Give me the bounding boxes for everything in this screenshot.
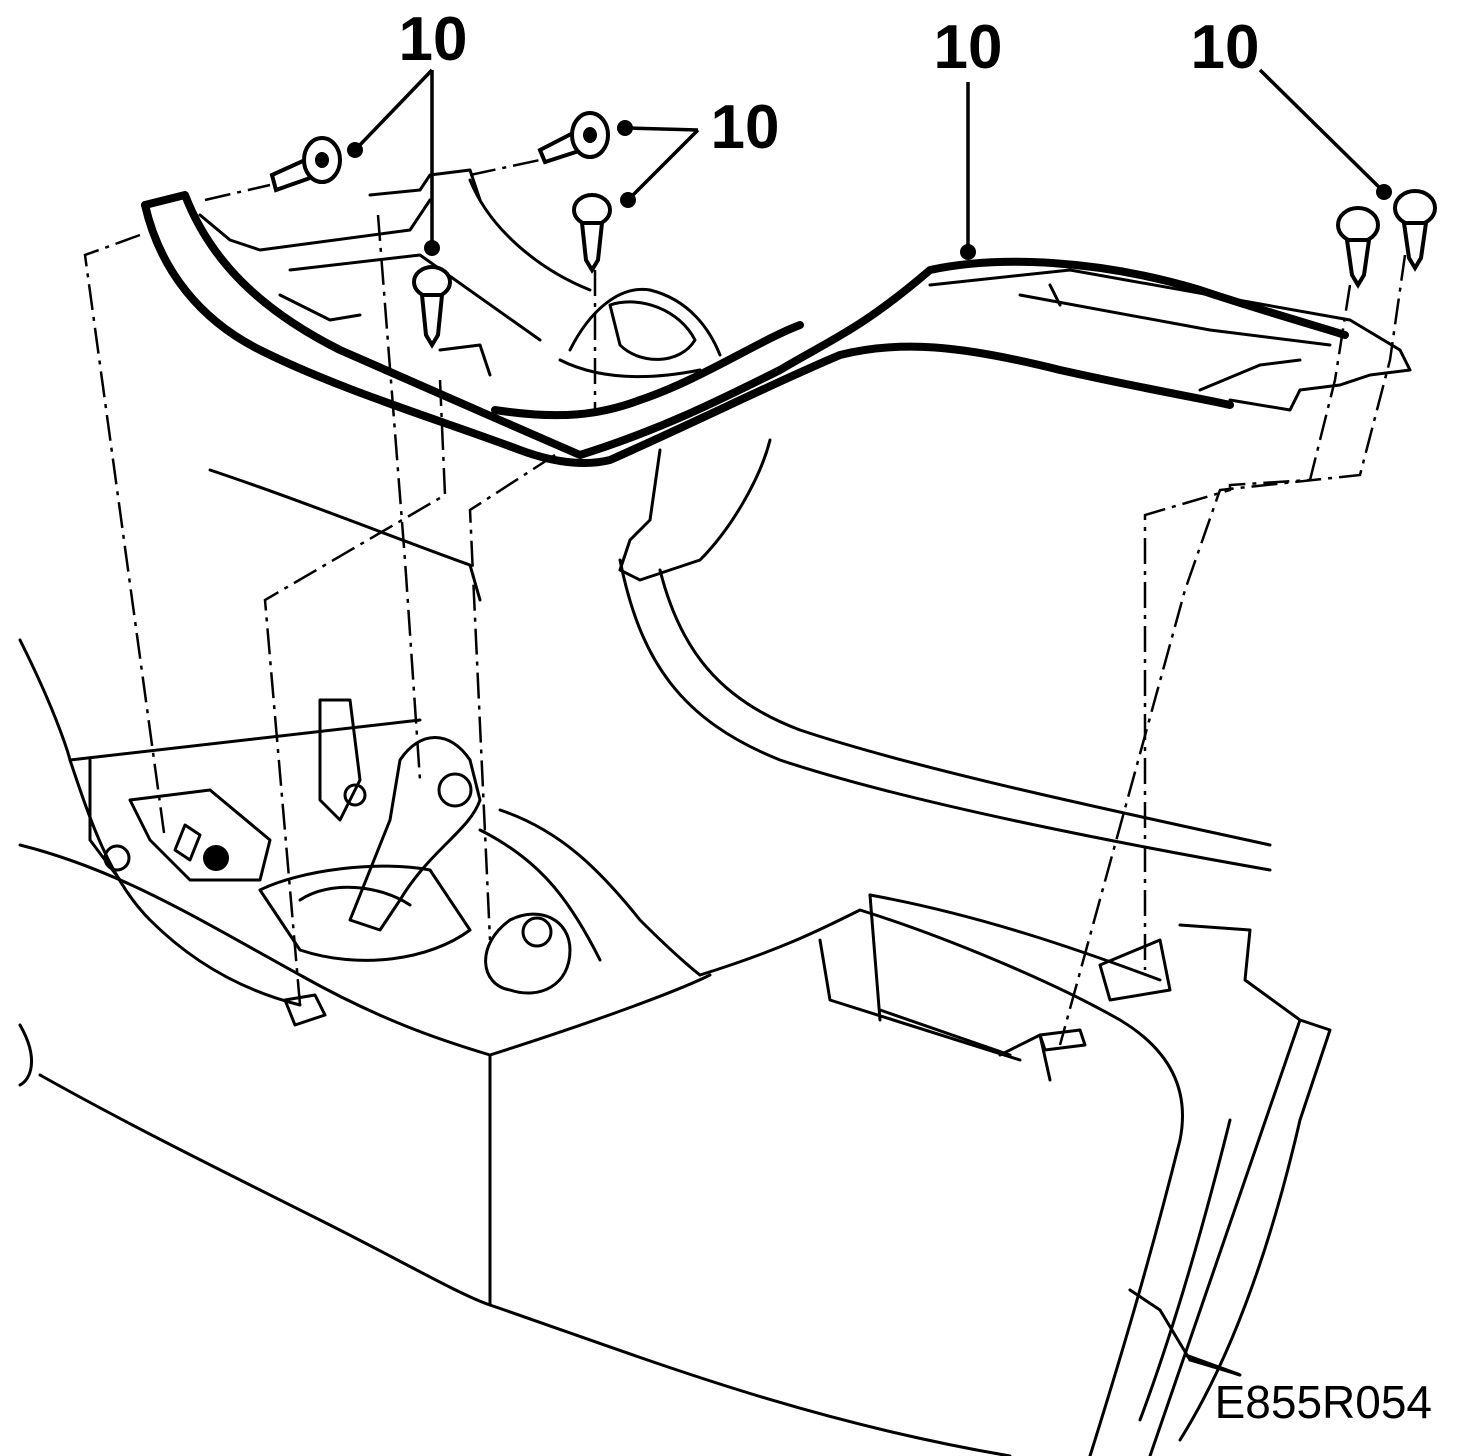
screw-right-1 [1336, 206, 1380, 289]
screw-right-2 [1393, 189, 1437, 272]
assembly-lines [83, 158, 1407, 1046]
trim-frame [141, 168, 1412, 602]
callout-label-trim-frame: 10 [934, 13, 1003, 82]
screw-top-left [269, 136, 342, 193]
screw-center [572, 193, 612, 274]
figure-id: E855R054 [1215, 1376, 1432, 1428]
callout-label-screws-top-left: 10 [399, 5, 468, 74]
screws [269, 111, 1437, 349]
screw-top-center [537, 111, 610, 165]
screw-center-left [412, 265, 452, 349]
callout-label-screws-center: 10 [711, 93, 780, 162]
callout-label-screws-top-right: 10 [1191, 13, 1260, 82]
callout-leaders [347, 68, 1392, 1377]
console-base [18, 558, 1332, 1456]
